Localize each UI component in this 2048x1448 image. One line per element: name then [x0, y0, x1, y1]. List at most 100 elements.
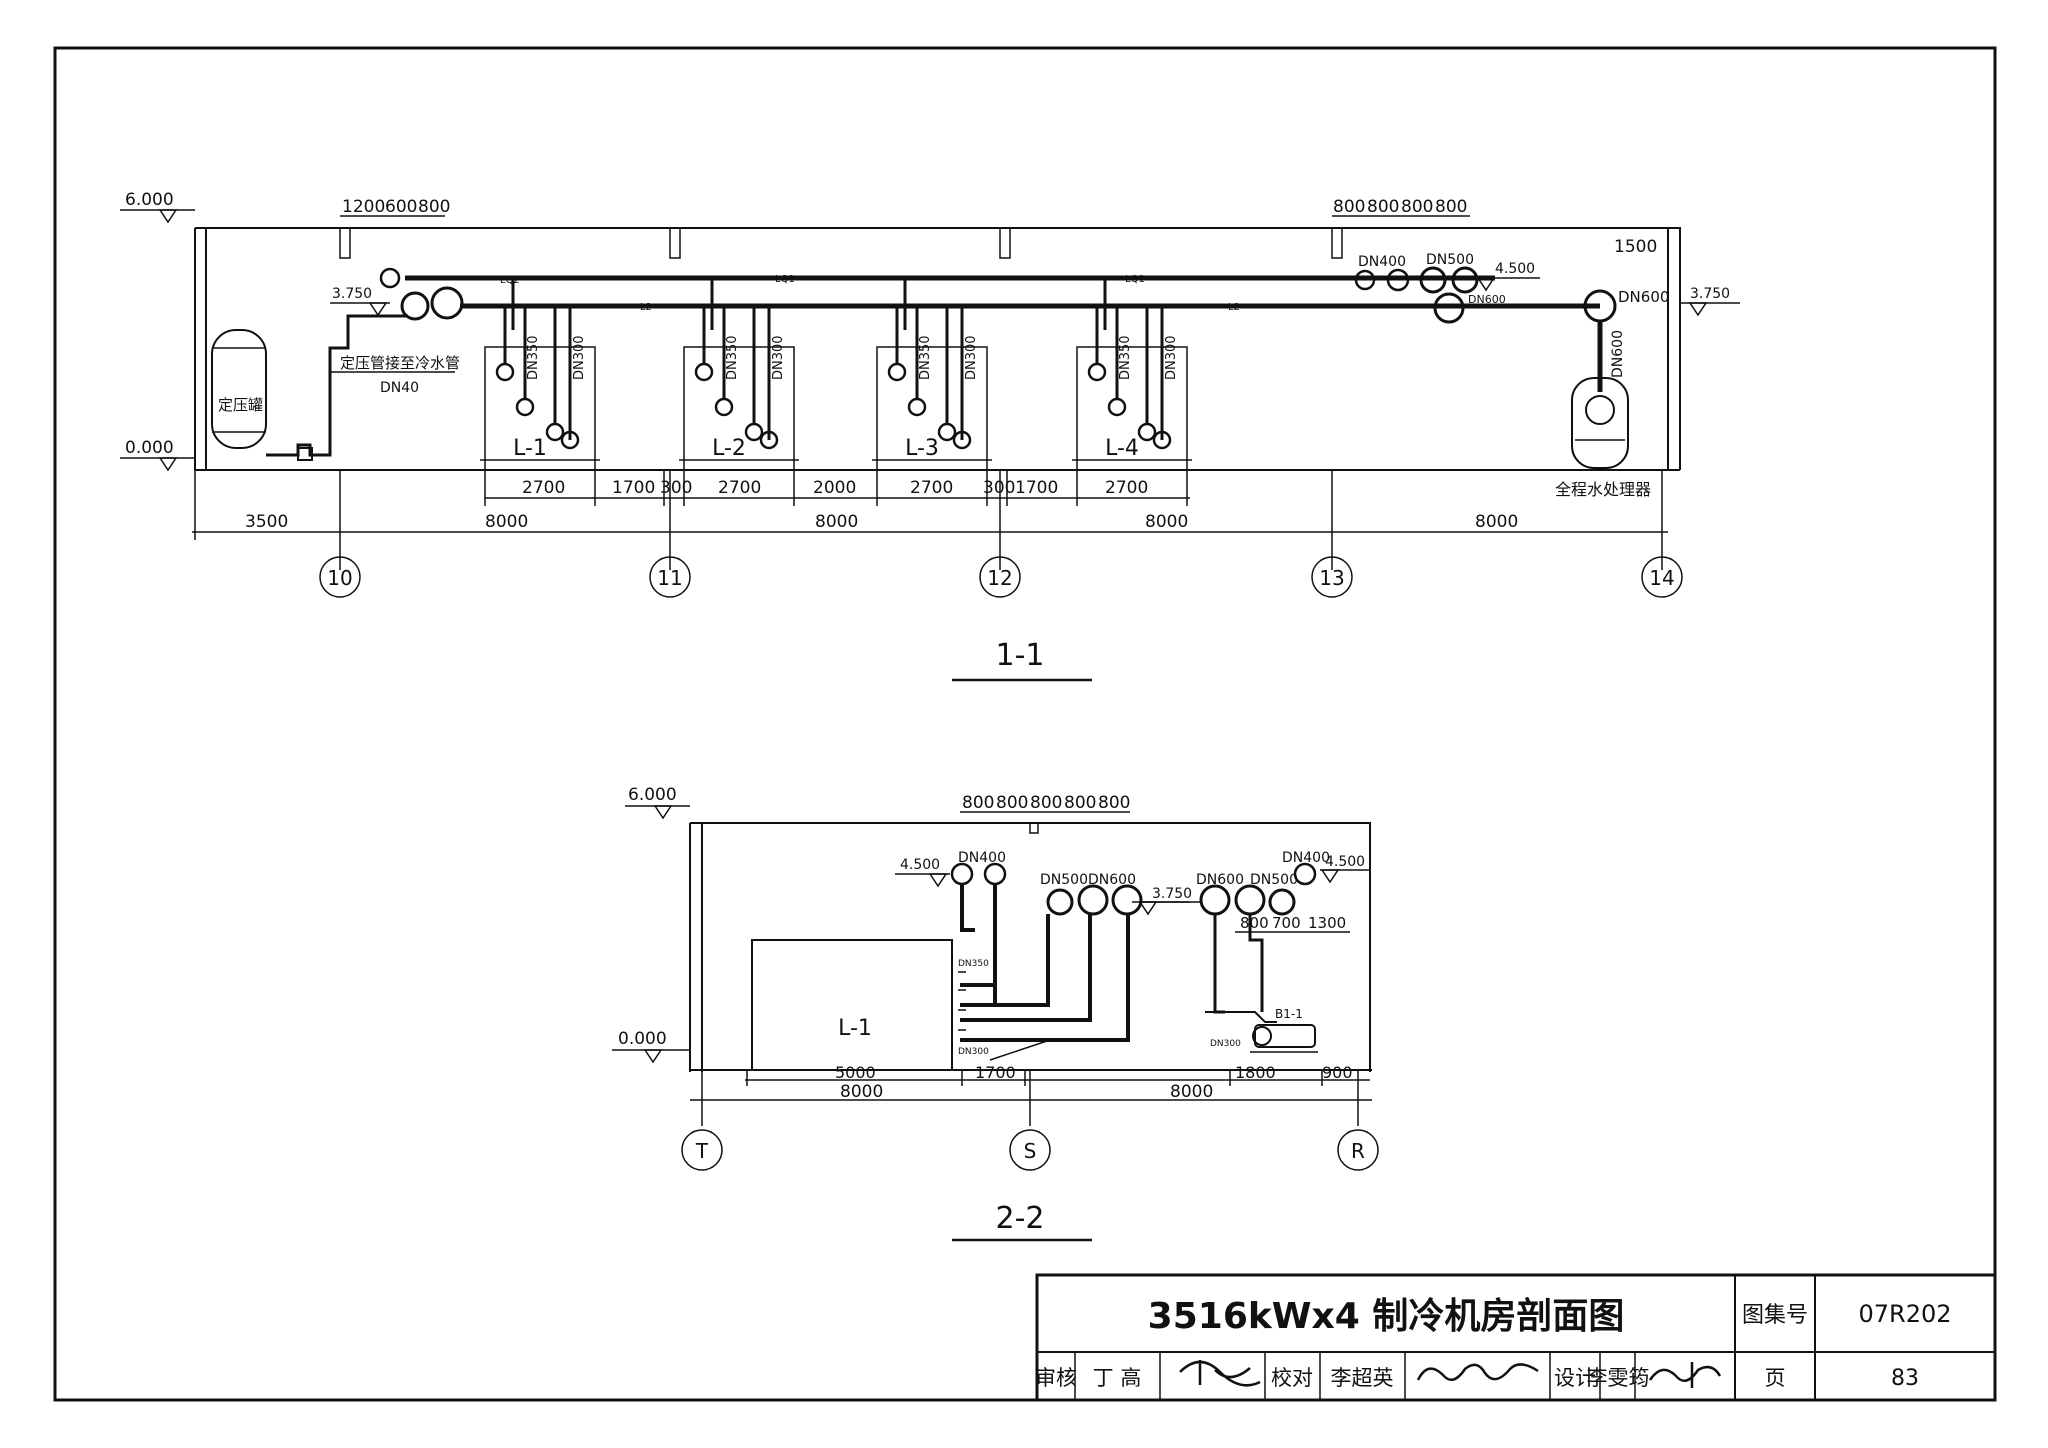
signature-checker — [1416, 1363, 1539, 1382]
dims-top-left-s1: 1200 600 800 — [340, 197, 450, 217]
dn-label: DN350 — [958, 959, 989, 969]
svg-text:2700: 2700 — [718, 478, 761, 498]
section-1-1: 6.000 0.000 3.750 3.750 4.500 1200 600 — [120, 190, 1740, 682]
svg-text:8000: 8000 — [1145, 512, 1188, 532]
signature-reviewer — [1179, 1360, 1261, 1387]
elev-0000-s2: 0.000 — [612, 1029, 690, 1064]
checker-name: 李超英 — [1331, 1366, 1394, 1390]
dims-row1-s1: 2700 1700 300 2700 2000 2700 300 1700 27… — [484, 470, 1190, 506]
dims-row1-s2: 5000 1700 1800 900 — [745, 1063, 1370, 1086]
svg-text:2700: 2700 — [910, 478, 953, 498]
axes-s1: 10 11 12 13 14 — [319, 556, 1683, 598]
dims-row2-s1: 3500 8000 8000 8000 8000 — [192, 470, 1668, 570]
atlas-number: 07R202 — [1858, 1300, 1951, 1328]
svg-text:8000: 8000 — [815, 512, 858, 532]
svg-text:800: 800 — [1401, 197, 1433, 217]
review-label: 审核 — [1035, 1366, 1077, 1390]
designer-name: 李雯筠 — [1587, 1366, 1650, 1390]
svg-text:300: 300 — [983, 478, 1015, 498]
dn-label: DN600 — [1610, 330, 1626, 378]
pipe-label-lq1b: LQ1 — [1125, 274, 1145, 285]
tank-note: 定压管接至冷水管 — [340, 354, 460, 372]
pipe-section-circle — [379, 267, 401, 289]
chiller-label: L-1 — [838, 1016, 872, 1041]
elev-6000-s2: 6.000 — [625, 785, 690, 820]
svg-text:8000: 8000 — [485, 512, 528, 532]
section1-beams — [339, 228, 1343, 259]
pipe-label-l2b: L2 — [1228, 302, 1240, 313]
axis-label: 14 — [1649, 566, 1674, 590]
elev-label: 4.500 — [1495, 261, 1535, 277]
dn-label: DN600 — [1196, 872, 1244, 888]
svg-text:1700: 1700 — [1015, 478, 1058, 498]
pipe-section-circle — [1433, 292, 1465, 324]
tank-label: 定压罐 — [218, 396, 263, 414]
pipe-section-circle — [1354, 269, 1376, 291]
design-label: 设计 — [1554, 1366, 1596, 1390]
section1-walls — [194, 227, 1681, 470]
svg-text:800: 800 — [418, 197, 450, 217]
pipe-section-circle — [1419, 266, 1447, 294]
page-label: 页 — [1765, 1366, 1786, 1390]
dn-label: DN300 — [771, 335, 786, 380]
svg-text:300: 300 — [660, 478, 692, 498]
svg-text:800: 800 — [1240, 914, 1269, 932]
axis-label: 11 — [657, 566, 682, 590]
svg-text:8000: 8000 — [1170, 1082, 1213, 1102]
elev-label: 3.750 — [1152, 886, 1192, 902]
svg-text:1300: 1300 — [1308, 914, 1346, 932]
section-2-2: 6.000 0.000 4.500 4.500 3.750 800 800 8 — [612, 785, 1379, 1242]
pipe-label-lq1: LQ1 — [775, 274, 795, 285]
pump-b1-1 — [1250, 1024, 1318, 1053]
svg-text:3500: 3500 — [245, 512, 288, 532]
svg-text:800: 800 — [1098, 793, 1130, 813]
pressure-tank: 定压罐 — [211, 314, 408, 461]
pipe-section-circle — [1386, 268, 1410, 292]
svg-text:800: 800 — [996, 793, 1028, 813]
chiller-name: L-3 — [905, 436, 939, 461]
svg-text:1700: 1700 — [975, 1063, 1016, 1082]
dn-label: DN600 — [1468, 293, 1506, 306]
dn-label: DN400 — [1282, 850, 1330, 866]
water-treater: 全程水处理器 — [1555, 377, 1651, 499]
elev-label: 4.500 — [900, 857, 940, 873]
chiller-name: L-4 — [1105, 436, 1139, 461]
pipe-section-circle — [1451, 266, 1479, 294]
check-label: 校对 — [1271, 1366, 1313, 1390]
pump-label: B1-1 — [1275, 1007, 1303, 1021]
dims-mid-s2: 800 700 1300 — [1235, 914, 1350, 933]
pipe-section-circle — [400, 291, 430, 321]
dn-label: DN300 — [958, 1047, 989, 1057]
svg-text:1800: 1800 — [1235, 1063, 1276, 1082]
drawing-title: 3516kWx4 制冷机房剖面图 — [1148, 1296, 1625, 1337]
elev-3750-right-s1: 3.750 — [1680, 286, 1740, 317]
sheet-border — [53, 46, 1997, 1402]
dn-label: DN300 — [1210, 1039, 1241, 1049]
svg-text:600: 600 — [385, 197, 417, 217]
axis-label: S — [1024, 1139, 1037, 1163]
axis-label: T — [695, 1139, 709, 1163]
elev-3750-s1: 3.750 — [330, 286, 390, 317]
axis-label: 10 — [327, 566, 352, 590]
svg-text:2700: 2700 — [1105, 478, 1148, 498]
dims-top-right-s1: 800 800 800 800 — [1332, 197, 1470, 217]
pipe-section-circle — [430, 286, 464, 320]
elev-label: 3.750 — [332, 286, 372, 302]
dn-label: DN350 — [526, 335, 541, 380]
section-label-1-1: 1-1 — [996, 638, 1045, 673]
elev-label: 0.000 — [125, 438, 174, 458]
elev-label: 6.000 — [628, 785, 677, 805]
reviewer-name: 丁 高 — [1093, 1366, 1142, 1390]
atlas-label: 图集号 — [1742, 1303, 1808, 1328]
dims-top-s2: 800 800 800 800 800 — [960, 793, 1130, 813]
svg-text:8000: 8000 — [840, 1082, 883, 1102]
svg-text:800: 800 — [962, 793, 994, 813]
dims-row2-s2: 8000 8000 — [690, 1070, 1372, 1126]
svg-text:800: 800 — [1333, 197, 1365, 217]
dn-label: DN500 — [1250, 872, 1298, 888]
dn-label: DN300 — [1164, 335, 1179, 380]
